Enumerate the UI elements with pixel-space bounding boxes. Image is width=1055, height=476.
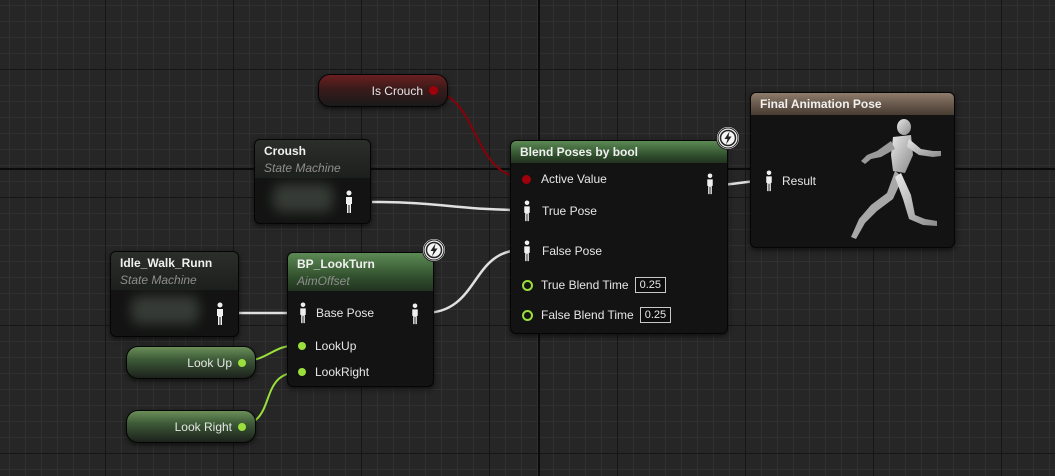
- false-pose-label: False Pose: [542, 244, 602, 258]
- bool-pin-icon[interactable]: [522, 175, 531, 184]
- look-right-pin-label: LookRight: [315, 365, 369, 379]
- true-blend-time-input[interactable]: 0.25: [635, 277, 666, 293]
- float-pin-icon[interactable]: [298, 342, 306, 350]
- person-pose-icon[interactable]: [344, 190, 354, 214]
- true-blend-time-label: True Blend Time: [541, 278, 629, 292]
- base-pose-label: Base Pose: [316, 306, 374, 320]
- person-pose-icon[interactable]: [764, 170, 774, 192]
- person-pose-icon[interactable]: [705, 173, 715, 195]
- false-blend-time-input[interactable]: 0.25: [640, 307, 671, 323]
- is-crouch-label: Is Crouch: [372, 84, 423, 98]
- node-subtitle: State Machine: [264, 161, 362, 175]
- node-header: BP_LookTurn AimOffset: [288, 253, 433, 291]
- crouch-state-machine-node[interactable]: Croush State Machine: [254, 139, 371, 224]
- running-mannequin-icon: [841, 115, 951, 241]
- true-blend-time-row: True Blend Time 0.25: [522, 275, 666, 295]
- node-title: Idle_Walk_Runn: [120, 256, 230, 270]
- look-turn-aim-offset-node[interactable]: BP_LookTurn AimOffset Base Pose LookUp L…: [287, 252, 434, 387]
- node-title: Croush: [264, 144, 362, 158]
- look-up-row: LookUp: [298, 336, 356, 356]
- float-pin-icon[interactable]: [298, 368, 306, 376]
- preview-blur: [131, 296, 199, 324]
- float-pin-icon[interactable]: [522, 310, 533, 321]
- look-right-variable-node[interactable]: Look Right: [126, 410, 256, 443]
- blend-poses-by-bool-node[interactable]: Blend Poses by bool Active Value True Po…: [510, 140, 728, 334]
- look-right-row: LookRight: [298, 362, 369, 382]
- float-pin-icon[interactable]: [522, 280, 533, 291]
- look-right-label: Look Right: [175, 420, 232, 434]
- result-row: Result: [764, 171, 816, 191]
- look-up-label: Look Up: [187, 356, 232, 370]
- node-header: Croush State Machine: [255, 140, 370, 178]
- idle-walk-run-state-machine-node[interactable]: Idle_Walk_Runn State Machine: [110, 251, 239, 337]
- node-title: Blend Poses by bool: [520, 145, 719, 159]
- person-pose-icon[interactable]: [215, 302, 225, 326]
- node-header: Final Animation Pose: [751, 93, 954, 115]
- look-up-pin-label: LookUp: [315, 339, 356, 353]
- false-blend-time-label: False Blend Time: [541, 308, 634, 322]
- false-blend-time-row: False Blend Time 0.25: [522, 305, 671, 325]
- base-pose-row: Base Pose: [298, 303, 374, 323]
- node-header: Blend Poses by bool: [511, 141, 727, 163]
- node-title: Final Animation Pose: [760, 97, 946, 111]
- wire-crouch-true-pose[interactable]: [372, 202, 522, 210]
- node-subtitle: AimOffset: [297, 274, 425, 288]
- person-pose-icon[interactable]: [410, 303, 420, 325]
- active-value-label: Active Value: [541, 172, 607, 186]
- node-subtitle: State Machine: [120, 273, 230, 287]
- float-pin-icon[interactable]: [238, 423, 246, 431]
- true-pose-label: True Pose: [542, 204, 597, 218]
- false-pose-row: False Pose: [522, 241, 602, 261]
- lightning-icon: [422, 238, 446, 262]
- bool-pin-icon[interactable]: [429, 86, 438, 95]
- active-value-row: Active Value: [522, 169, 607, 189]
- person-pose-icon[interactable]: [298, 302, 308, 324]
- person-pose-icon[interactable]: [522, 240, 532, 262]
- person-pose-icon[interactable]: [522, 200, 532, 222]
- result-label: Result: [782, 174, 816, 188]
- node-header: Idle_Walk_Runn State Machine: [111, 252, 238, 290]
- true-pose-row: True Pose: [522, 201, 597, 221]
- node-title: BP_LookTurn: [297, 257, 425, 271]
- look-up-variable-node[interactable]: Look Up: [126, 346, 256, 379]
- lightning-icon: [716, 126, 740, 150]
- final-animation-pose-node[interactable]: Final Animation Pose Result: [750, 92, 955, 248]
- preview-blur: [273, 184, 333, 212]
- float-pin-icon[interactable]: [238, 359, 246, 367]
- is-crouch-variable-node[interactable]: Is Crouch: [318, 74, 448, 107]
